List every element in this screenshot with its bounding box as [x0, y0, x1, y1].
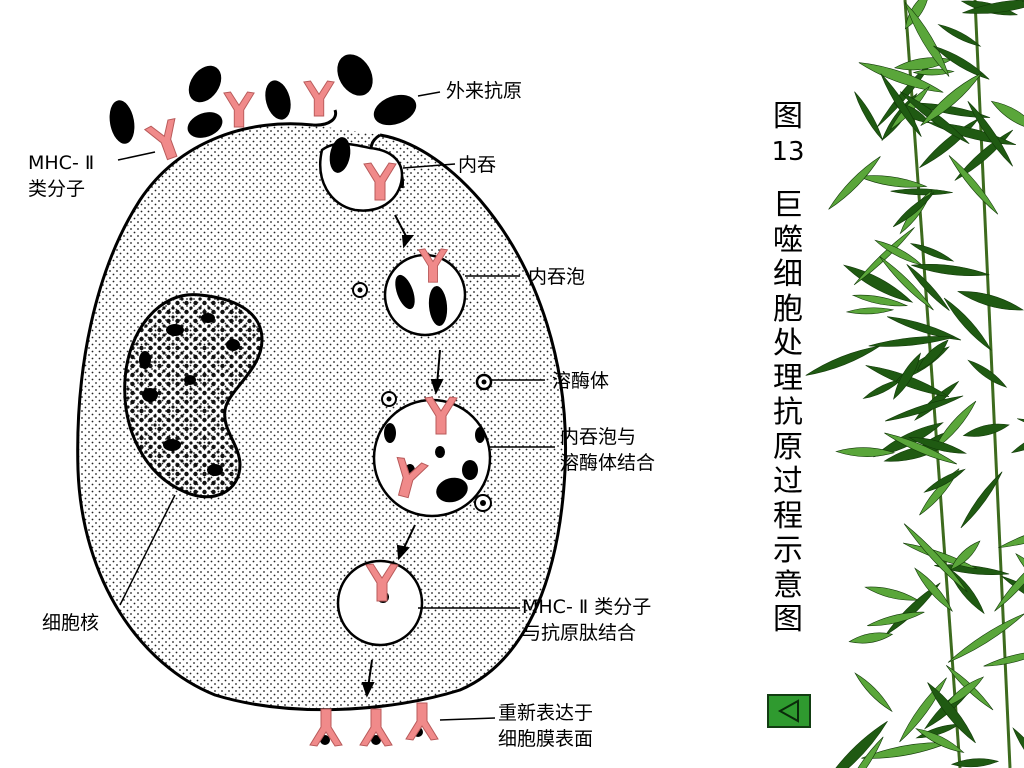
- title-char: 细: [773, 257, 803, 292]
- title-char: 巨: [773, 188, 803, 223]
- title-char: 图: [773, 602, 803, 637]
- bamboo-leaf: [853, 227, 915, 286]
- bamboo-leaf: [805, 345, 881, 376]
- bamboo-leaf: [892, 192, 935, 228]
- bamboo-leaf: [962, 423, 1010, 437]
- title-text: 巨噬细胞处理抗原过程示意图: [766, 188, 810, 638]
- bamboo-leaf: [916, 339, 949, 372]
- figure-title: 图 13 巨噬细胞处理抗原过程示意图: [766, 99, 810, 638]
- bamboo-leaf: [967, 359, 1008, 388]
- bamboo-leaf: [864, 586, 919, 601]
- bamboo-leaf: [1012, 727, 1024, 768]
- bamboo-leaf: [854, 91, 884, 141]
- bamboo-leaf: [990, 100, 1024, 131]
- bamboo-leaf: [937, 23, 982, 47]
- label-lysosome: 溶酶体: [552, 370, 610, 392]
- title-char: 意: [773, 567, 803, 603]
- back-button[interactable]: [767, 694, 811, 728]
- title-char: 示: [773, 533, 803, 568]
- label-reexpress: 重新表达于 细胞膜表面: [498, 702, 594, 750]
- bamboo-leaf: [821, 720, 888, 768]
- bamboo-leaf: [893, 352, 921, 400]
- bamboo-leaf: [911, 264, 990, 277]
- bamboo-leaf: [903, 523, 968, 593]
- label-binding: MHC- Ⅱ 类分子 与抗原肽结合: [522, 596, 652, 644]
- bamboo-leaf: [1010, 424, 1024, 454]
- title-char: 程: [773, 498, 803, 534]
- title-char: 抗: [773, 395, 803, 430]
- bamboo-leaf: [998, 521, 1024, 549]
- bamboo-leaf: [957, 291, 1024, 311]
- bamboo-leaf: [904, 2, 950, 77]
- bamboo-leaf: [950, 758, 1000, 768]
- bamboo-leaf: [914, 567, 953, 612]
- bamboo-leaf: [960, 471, 1003, 529]
- bamboo-leaf: [854, 672, 893, 713]
- bamboo-leaf: [967, 101, 1013, 167]
- bamboo-leaf: [848, 632, 894, 644]
- bamboo-leaf: [887, 316, 962, 341]
- label-foreign-antigen: 外来抗原: [446, 80, 523, 102]
- label-endosome: 内吞泡: [528, 266, 586, 288]
- bamboo-leaf: [880, 73, 922, 137]
- bamboo-leaf: [890, 188, 953, 196]
- title-char: 过: [773, 464, 803, 499]
- bamboo-leaf: [851, 294, 909, 307]
- bamboo-leaf: [983, 650, 1024, 667]
- bamboo-leaf: [906, 264, 950, 311]
- bamboo-leaf: [844, 736, 884, 768]
- label-nucleus: 细胞核: [42, 612, 100, 634]
- bamboo-leaf: [879, 256, 934, 311]
- bamboo-leaf: [943, 676, 985, 708]
- bamboo-leaf: [862, 378, 903, 399]
- bamboo-leaf: [994, 552, 1024, 612]
- bamboo-leaf: [867, 611, 925, 627]
- title-char: 理: [773, 360, 803, 396]
- bamboo-leaf: [943, 297, 992, 351]
- bamboo-leaf: [858, 62, 944, 93]
- bamboo-leaf: [962, 0, 1024, 14]
- bamboo-leaf: [909, 243, 955, 262]
- bamboo-leaf: [915, 728, 965, 753]
- title-char: 胞: [773, 291, 803, 327]
- title-prefix: 图: [773, 99, 803, 134]
- foreign-antigen-blobs: [109, 54, 485, 745]
- title-char: 处: [773, 326, 803, 361]
- bamboo-leaf: [927, 682, 976, 744]
- bamboo-leaf: [933, 400, 977, 451]
- label-fusion: 内吞泡与 溶酶体结合: [560, 426, 656, 474]
- label-endocytosis: 内吞: [458, 154, 497, 176]
- bamboo-leaf: [884, 432, 958, 465]
- label-mhc2-molecule: MHC- Ⅱ 类分子: [28, 152, 95, 200]
- binding-vesicle: [336, 559, 424, 647]
- process-arrows: [361, 214, 444, 698]
- bamboo-leaf: [874, 239, 923, 266]
- bamboo-leaf: [920, 72, 982, 126]
- title-char: 原: [773, 429, 803, 465]
- bamboo-leaf: [947, 613, 1024, 663]
- bamboo-leaf: [861, 742, 949, 759]
- bamboo-leaf: [845, 307, 895, 315]
- bamboo-leaf: [933, 45, 990, 80]
- bamboo-leaf: [923, 468, 966, 493]
- bamboo-leaf: [948, 155, 999, 215]
- macrophage-diagram: [76, 54, 568, 747]
- bamboo-leaf: [908, 437, 968, 454]
- triangle-left-icon: [777, 699, 799, 723]
- title-char: 噬: [773, 222, 803, 258]
- bamboo-leaf: [842, 264, 914, 303]
- title-number: 13: [771, 136, 805, 167]
- leader-lines: [117, 91, 555, 721]
- bamboo-leaf: [868, 336, 955, 347]
- bamboo-leaf: [884, 395, 964, 422]
- bamboo-leaf: [835, 447, 896, 457]
- bamboo-leaf: [828, 156, 881, 210]
